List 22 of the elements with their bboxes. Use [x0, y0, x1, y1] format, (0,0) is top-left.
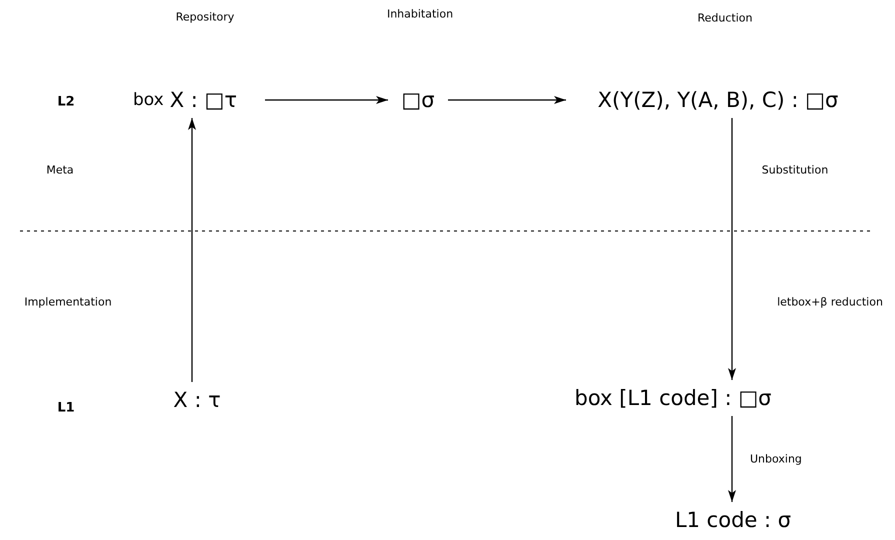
formula-text: X(Y(Z), Y(A, B), C) : □σ	[598, 88, 838, 112]
arrow	[188, 118, 196, 382]
formula-text: X : □τ	[170, 88, 238, 112]
formula-text: □σ	[401, 88, 435, 112]
arrow	[728, 416, 736, 502]
annotation-label: Meta	[46, 164, 74, 176]
formula-text: box [L1 code] : □σ	[574, 386, 772, 410]
annotation-label: Substitution	[762, 164, 828, 176]
level-label: L1	[57, 400, 75, 416]
arrow	[448, 96, 566, 104]
annotation-label: Reduction	[698, 12, 752, 24]
annotation-label: Inhabitation	[386, 8, 454, 20]
arrow	[728, 118, 736, 380]
edge-label: Unboxing	[750, 452, 802, 466]
formula-text: X : τ	[173, 388, 221, 412]
annotation-label: Implementation	[24, 296, 112, 308]
annotation-label: Repository	[176, 10, 234, 24]
keyword-text: box	[132, 90, 164, 110]
arrow	[265, 96, 388, 104]
annotation-label: letbox+β reduction	[777, 296, 883, 308]
formula-text: L1 code : σ	[674, 508, 792, 532]
level-label: L2	[57, 94, 75, 110]
